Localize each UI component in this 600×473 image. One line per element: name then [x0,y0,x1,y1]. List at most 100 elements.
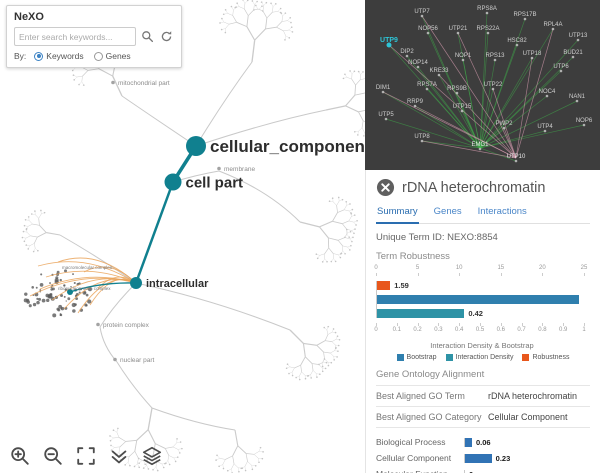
bootstrap-bar [377,295,579,304]
term-title: rDNA heterochromatin [402,179,546,196]
ontology-tree-svg[interactable]: mitochondrial part membrane protein comple… [0,0,365,473]
search-input[interactable] [14,27,136,46]
tree-node-label[interactable]: intracellular [146,278,209,290]
legend-interaction-density: Interaction Density [445,354,513,361]
close-icon[interactable] [376,178,395,197]
search-by-label: By: [14,51,27,61]
network-node-label[interactable]: RPS9B [447,86,467,92]
tree-label[interactable]: ribonucleoprotein complex [58,286,111,291]
radio-keywords[interactable]: Keywords [34,51,84,61]
unique-term-id-label: Unique Term ID: [376,232,445,243]
network-node-label[interactable]: RPS7A [417,82,437,88]
tree-node-label[interactable]: cell part [186,174,244,191]
tree-node-cellular_component[interactable] [186,136,206,156]
network-node-label[interactable]: NOP1 [455,53,472,59]
tree-label[interactable]: protein complex [103,322,150,329]
network-node-label[interactable]: UTP13 [569,33,588,39]
network-node-label[interactable]: NOP6 [576,118,593,124]
chart-legend: Bootstrap Interaction Density Robustness [376,354,590,361]
search-button[interactable] [139,29,155,45]
go-table-row: Best Aligned GO Category Cellular Compone… [376,407,590,428]
details-header: rDNA heterochromatin [376,178,590,197]
tree-label[interactable]: nuclear part [120,357,155,364]
network-node-label[interactable]: NOC4 [539,89,556,95]
search-mode-row: By: Keywords Genes [14,51,174,61]
interaction-density-bar [377,309,465,318]
network-node-label[interactable]: UTP7 [414,9,430,15]
tab-summary[interactable]: Summary [376,206,419,224]
network-node-label[interactable]: UTP10 [507,154,526,160]
layers-button[interactable] [140,444,164,468]
tree-node-cell-part[interactable] [164,173,182,191]
network-node-label[interactable]: NOP14 [408,60,428,66]
network-node-label[interactable]: RPL4A [543,22,562,28]
network-node-label[interactable]: UTP15 [453,104,472,110]
network-node-label[interactable]: RRP9 [407,99,424,105]
reset-search-button[interactable] [158,29,174,45]
go-table-value: Cellular Component [488,412,568,422]
collapse-levels-button[interactable] [107,444,131,468]
search-icon [141,31,153,43]
tree-label[interactable]: membrane [224,166,255,173]
collapse-levels-icon [111,450,127,464]
tab-interactions[interactable]: Interactions [477,206,527,217]
tree-label[interactable]: macromolecular complex [62,265,113,270]
fit-screen-button[interactable] [74,444,98,468]
tree-label[interactable]: mitochondrial part [118,80,170,87]
tree-node-label[interactable]: cellular_component [210,137,365,156]
legend-bootstrap: Bootstrap [396,354,437,361]
network-node-label[interactable]: PWP2 [495,121,513,127]
refresh-icon [161,31,171,42]
network-node-label[interactable]: UTP21 [449,26,468,32]
zoom-out-icon [44,447,62,465]
unique-term-id: Unique Term ID: NEXO:8854 [376,232,590,243]
network-node-label[interactable]: UTP9 [380,37,398,44]
radio-circle[interactable] [34,51,44,61]
interaction-network-svg[interactable]: UTP7 RPS8A RPS17B RPL4A UTP13 NOP56 UTP21 RPS22… [365,0,600,170]
network-node-label[interactable]: UTP6 [553,64,569,70]
zoom-in-button[interactable] [8,444,32,468]
fit-screen-icon [77,447,95,465]
robustness-axis-title: Interaction Density & Bootstrap [430,341,534,350]
legend-robustness: Robustness [522,354,569,361]
network-node-label[interactable]: HSC82 [507,38,527,44]
network-node-label[interactable]: NOP56 [418,26,438,32]
network-node-label[interactable]: RPS13 [485,53,505,59]
interaction-network-panel[interactable]: UTP7 RPS8A RPS17B RPL4A UTP13 NOP56 UTP21 RPS22… [365,0,600,170]
app-title: NeXO [14,11,44,23]
go-table-label: Best Aligned GO Term [376,391,465,401]
network-node-label[interactable]: EMG1 [471,142,489,148]
radio-circle[interactable] [93,51,103,61]
search-panel: NeXO By: Keywords Genes [6,5,182,68]
network-node-label[interactable]: DIP2 [400,49,414,55]
ontology-tree-panel[interactable]: mitochondrial part membrane protein comple… [0,0,365,473]
network-node-label[interactable]: UTP5 [378,112,394,118]
network-node-label[interactable]: UTP18 [523,51,542,57]
tab-genes[interactable]: Genes [433,206,462,217]
layers-icon [142,446,162,466]
network-node-label[interactable]: KRE33 [429,68,449,74]
details-tabs: Summary Genes Interactions [376,206,590,224]
network-node-label[interactable]: UTP4 [537,124,553,130]
network-node-label[interactable]: UTP8 [414,134,430,140]
network-node-label[interactable]: UTP22 [484,82,503,88]
network-node-label[interactable]: BUD21 [563,50,583,56]
network-node-label[interactable]: RPS8A [477,6,497,12]
tree-node-intracellular[interactable] [130,277,142,289]
network-node-label[interactable]: RPS22A [476,26,499,32]
go-table-label: Best Aligned GO Category [376,412,482,422]
tree-toolbar [8,444,164,468]
network-node-label[interactable]: RPS17B [513,12,536,18]
radio-label: Keywords [46,51,84,61]
network-node-label[interactable]: NAN1 [569,94,586,100]
search-mode-options: Keywords Genes [34,51,131,61]
network-node-label[interactable]: DIM1 [376,85,391,91]
radio-genes[interactable]: Genes [93,51,131,61]
zoom-out-button[interactable] [41,444,65,468]
